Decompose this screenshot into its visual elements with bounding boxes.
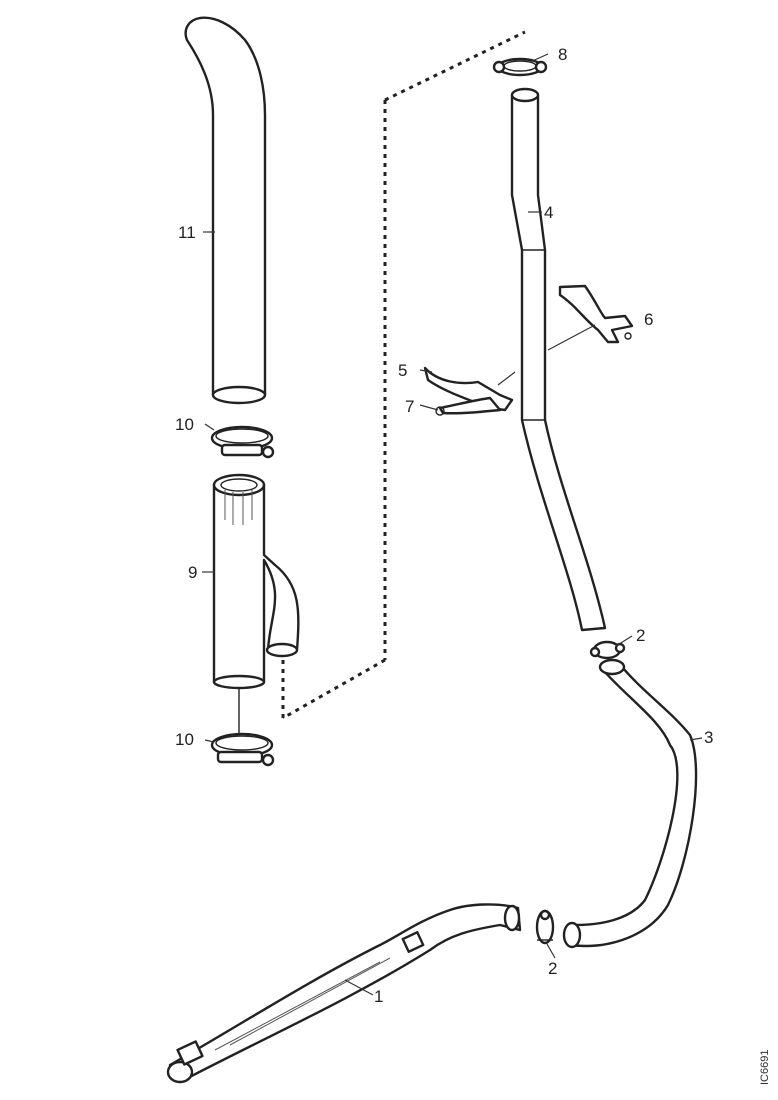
assembly-dashed-lines — [281, 30, 526, 720]
part-8-top-clamp — [492, 57, 548, 77]
leader-lines — [202, 53, 703, 996]
label-8: 8 — [558, 45, 567, 64]
label-4: 4 — [544, 203, 553, 222]
part-4-pipe — [510, 87, 607, 632]
label-9: 9 — [188, 563, 197, 582]
label-1: 1 — [374, 987, 383, 1006]
label-2-upper: 2 — [636, 626, 645, 645]
label-6: 6 — [644, 310, 653, 329]
label-3: 3 — [704, 728, 713, 747]
label-10-lower: 10 — [175, 730, 194, 749]
part-10-lower-clamp — [210, 732, 275, 767]
label-7: 7 — [405, 397, 414, 416]
part-1-front-pipe — [166, 903, 522, 1084]
label-2-lower: 2 — [548, 959, 557, 978]
label-5: 5 — [398, 361, 407, 380]
part-labels: 11 4 8 6 5 7 10 9 10 2 3 2 1 IC6691 — [175, 45, 771, 1085]
part-2-lower-clamp — [535, 909, 555, 945]
drawing-reference: IC6691 — [759, 1050, 771, 1085]
part-11-tailpipe — [184, 16, 267, 405]
part-6-bracket — [558, 284, 634, 344]
part-3-pipe — [562, 658, 698, 949]
part-2-upper-clamp — [589, 640, 626, 660]
part-5-bracket — [423, 366, 514, 416]
label-11: 11 — [178, 223, 196, 242]
label-10-upper: 10 — [175, 415, 194, 434]
part-9-y-pipe — [212, 473, 300, 735]
part-10-upper-clamp — [210, 425, 275, 459]
